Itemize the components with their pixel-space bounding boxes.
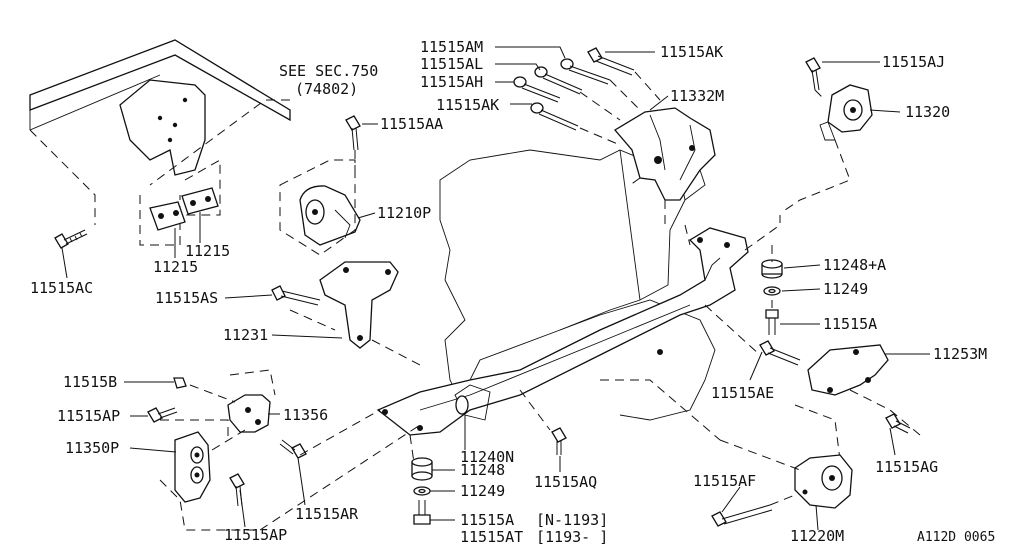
label-11515A-bottom-note: [N-1193] [536, 511, 608, 529]
label-11215-right: 11215 [185, 242, 230, 260]
crossmember-11240N[interactable] [376, 227, 749, 436]
label-11248A: 11248+A [823, 256, 886, 274]
label-11515AE: 11515AE [711, 384, 774, 402]
label-11515AA: 11515AA [380, 115, 443, 133]
label-11215-left: 11215 [153, 258, 198, 276]
label-11515AH: 11515AH [420, 73, 483, 91]
label-11515AJ: 11515AJ [882, 53, 945, 71]
engine-block-outline [439, 149, 716, 421]
insulator-11220M[interactable] [794, 454, 853, 509]
label-11515AF: 11515AF [693, 472, 756, 490]
bolt-11515AA[interactable] [345, 115, 361, 175]
label-11210P: 11210P [377, 204, 431, 222]
diagram-code: A112D 0065 [917, 530, 995, 545]
bolt-11515AE[interactable] [759, 340, 801, 366]
label-11248: 11248 [460, 461, 505, 479]
bolt-11515AF[interactable] [711, 504, 773, 527]
bolt-11515AH[interactable] [513, 76, 561, 103]
label-11515AS: 11515AS [155, 289, 218, 307]
label-11515B: 11515B [63, 373, 117, 391]
label-11249-bottom: 11249 [460, 482, 505, 500]
mount-plate-11215-a[interactable] [149, 201, 186, 231]
bolt-11515AM[interactable] [560, 58, 611, 85]
body-panel-drawing [29, 39, 291, 246]
label-11515AC: 11515AC [30, 279, 93, 297]
bolt-11515A-top[interactable] [765, 309, 779, 335]
see-section-line2: (74802) [295, 80, 358, 98]
mount-bracket-11253M[interactable] [807, 344, 889, 396]
bolt-11515AK-mid[interactable] [530, 102, 579, 131]
bolt-11515AL[interactable] [534, 66, 583, 95]
label-11253M: 11253M [933, 345, 987, 363]
insulator-11210P[interactable] [299, 185, 361, 246]
label-11240N: 11240N [460, 448, 514, 466]
mount-plate-11215-b[interactable] [181, 187, 219, 215]
label-11249-top: 11249 [823, 280, 868, 298]
label-11515AQ: 11515AQ [534, 473, 597, 491]
bolt-11515AQ[interactable] [551, 427, 567, 455]
bracket-11231[interactable] [319, 261, 399, 349]
label-11515AP-bottom: 11515AP [224, 526, 287, 544]
see-section-pointer [149, 99, 290, 186]
mount-bracket-11332M[interactable] [614, 107, 716, 201]
bracket-11356[interactable] [227, 394, 271, 433]
bolt-11515AR[interactable] [279, 439, 307, 459]
label-11515AK-top: 11515AK [660, 43, 723, 61]
label-11515AR: 11515AR [295, 505, 359, 523]
washer-11249-top[interactable] [763, 286, 781, 296]
label-11515AG: 11515AG [875, 458, 938, 476]
bolt-11515AS[interactable] [271, 285, 321, 306]
label-11332M: 11332M [670, 87, 724, 105]
rubber-stopper-11248A[interactable] [761, 259, 783, 279]
label-11356: 11356 [283, 406, 328, 424]
bolt-11515A-bottom[interactable] [413, 500, 431, 525]
label-11515AT: 11515AT [460, 528, 523, 546]
insulator-11350P[interactable] [174, 431, 211, 503]
bolt-11515AJ[interactable] [805, 57, 821, 91]
see-section-line1: SEE SEC.750 [279, 62, 378, 80]
label-11515AT-note: [1193- ] [536, 528, 608, 546]
label-11515AP-top: 11515AP [57, 407, 120, 425]
label-11350P: 11350P [65, 439, 119, 457]
label-11220M: 11220M [790, 527, 844, 545]
bolt-11515AC[interactable] [54, 229, 88, 249]
label-11515A-top: 11515A [823, 315, 877, 333]
leader-lines [61, 46, 930, 531]
label-11320: 11320 [905, 103, 950, 121]
label-11515AL: 11515AL [420, 55, 483, 73]
label-11231: 11231 [223, 326, 268, 344]
bolt-11515AG[interactable] [885, 413, 911, 434]
insulator-11320[interactable] [819, 84, 873, 141]
label-11515A-bottom: 11515A [460, 511, 514, 529]
label-11515AM: 11515AM [420, 38, 483, 56]
label-11515AK-mid: 11515AK [436, 96, 499, 114]
rubber-stopper-11248[interactable] [411, 457, 433, 481]
bolt-11515AK-top[interactable] [587, 47, 635, 76]
bolt-11515AP-top[interactable] [147, 407, 178, 423]
washer-11249-bottom[interactable] [413, 486, 431, 496]
bolt-11515B[interactable] [173, 377, 187, 389]
